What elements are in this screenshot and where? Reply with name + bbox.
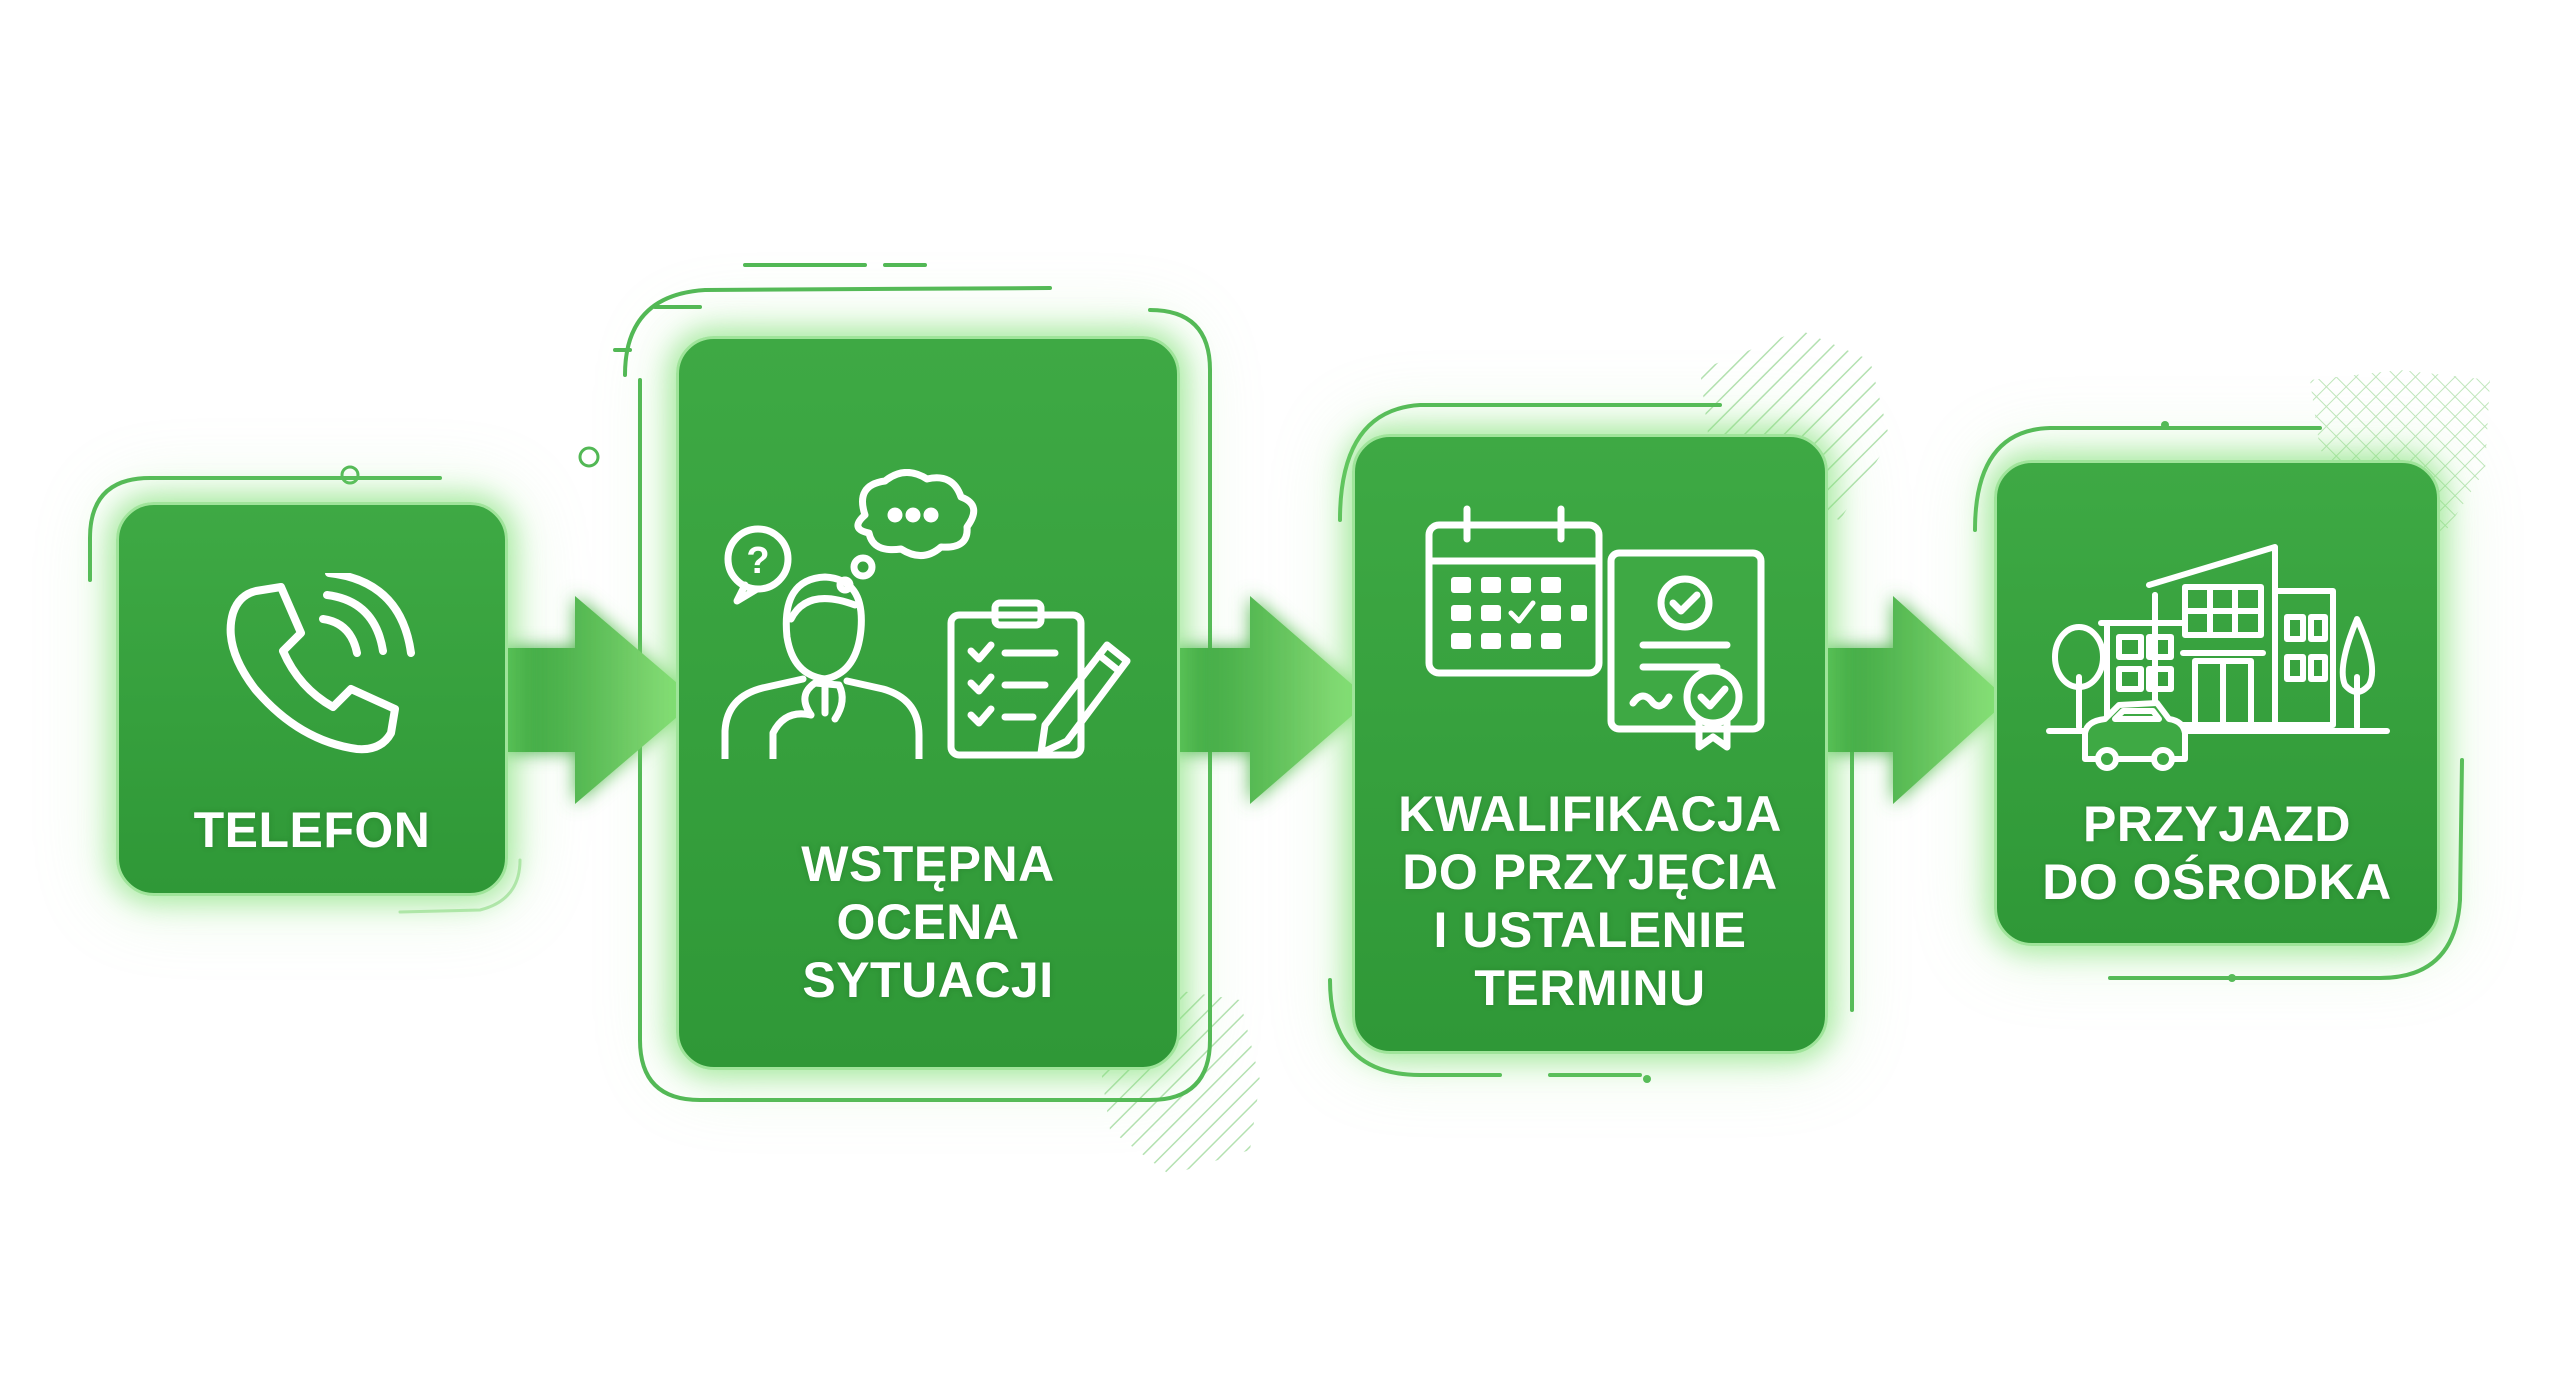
pencil-icon xyxy=(1037,641,1131,757)
card-outline-przyjazd xyxy=(1973,426,2322,532)
step-label-telefon: TELEFON xyxy=(193,802,431,858)
seal-badge-icon xyxy=(1683,667,1743,751)
card-outline-wstepna xyxy=(638,308,1212,1102)
step-card-przyjazd: PRZYJAZD DO OŚRODKA xyxy=(1994,460,2440,946)
arrow-step2-to-step3 xyxy=(1175,596,1370,804)
person-icon xyxy=(721,573,923,759)
step-label-kwalifikacja: KWALIFIKACJA DO PRZYJĘCIA I USTALENIE TE… xyxy=(1398,786,1782,1016)
phone-icon xyxy=(226,573,415,754)
step-card-kwalifikacja: KWALIFIKACJA DO PRZYJĘCIA I USTALENIE TE… xyxy=(1352,434,1828,1054)
building-icon xyxy=(2046,544,2390,771)
card-outline-przyjazd-bottom xyxy=(2108,758,2464,980)
card-outline-wstepna-arc xyxy=(623,286,1052,377)
arrow-step3-to-step4 xyxy=(1825,596,2008,804)
calendar-icon xyxy=(1425,505,1603,677)
decor-dot xyxy=(340,465,360,485)
decor-dot xyxy=(1643,1075,1651,1083)
question-bubble-icon xyxy=(724,525,792,605)
card-outline-telefon-bottom xyxy=(398,858,522,914)
clipboard-icon xyxy=(947,599,1085,759)
card-outline-telefon xyxy=(88,476,442,582)
tree-left-icon xyxy=(2052,624,2106,730)
step-card-wstepna-ocena: ? xyxy=(676,336,1180,1070)
decor-dot xyxy=(578,446,600,468)
arrow-step1-to-step2 xyxy=(505,596,697,804)
hatch-pattern-far-right xyxy=(2310,370,2490,540)
step-label-wstepna-ocena: WSTĘPNA OCENA SYTUACJI xyxy=(801,836,1055,1008)
step-label-przyjazd: PRZYJAZD DO OŚRODKA xyxy=(2042,796,2392,910)
car-icon xyxy=(2082,700,2188,771)
card-outline-kwalifikacja xyxy=(1338,403,1722,522)
step-card-telefon: TELEFON xyxy=(116,502,508,896)
tree-right-icon xyxy=(2339,616,2376,730)
thought-cloud-icon xyxy=(836,469,978,594)
svg-text:?: ? xyxy=(746,540,769,582)
card-outline-kwalifikacja-bottom xyxy=(1328,978,1642,1077)
person-thinking-clipboard-icon: ? xyxy=(721,469,1131,759)
calendar-certificate-icon xyxy=(1425,505,1765,751)
